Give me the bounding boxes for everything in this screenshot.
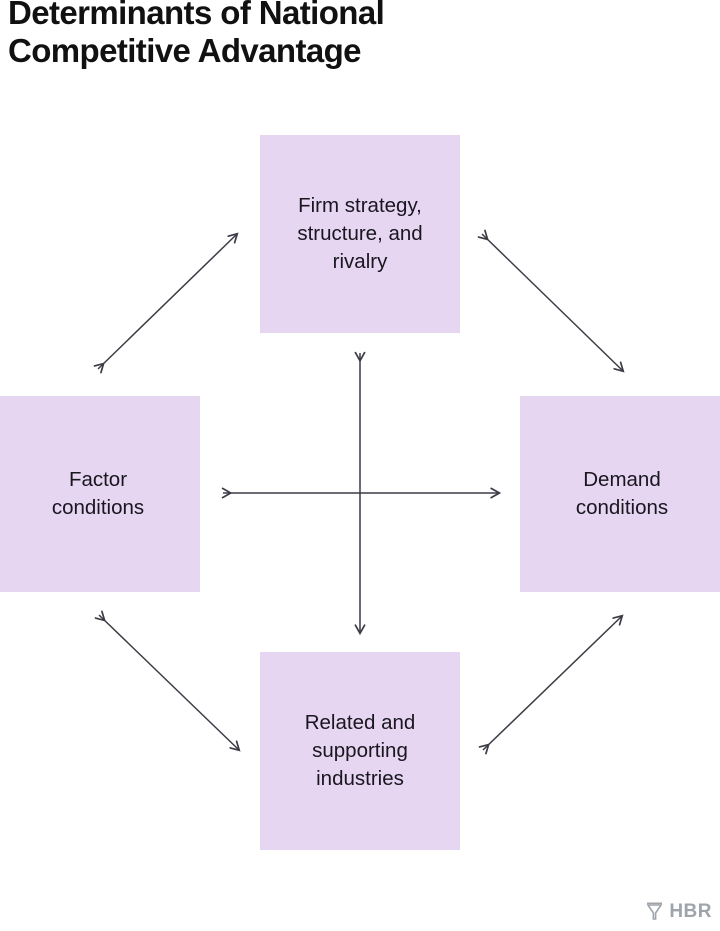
node-box-factor-conditions[interactable]: Factor conditions <box>0 396 200 592</box>
connector-factor-to-related <box>99 615 239 750</box>
page-title: Determinants of National Competitive Adv… <box>8 0 385 69</box>
connector-related-to-demand <box>483 616 622 750</box>
hbr-logo: HBR <box>646 902 712 921</box>
hbr-wordmark: HBR <box>669 901 712 922</box>
node-label-factor-conditions: Factor conditions <box>51 468 145 519</box>
node-box-firm-strategy[interactable]: Firm strategy, structure, and rivalry <box>260 135 460 333</box>
node-label-demand-conditions: Demand conditions <box>575 468 669 519</box>
connector-factor-to-firm <box>98 234 237 369</box>
node-box-related-industries[interactable]: Related and supporting industries <box>260 652 460 850</box>
connector-firm-to-demand <box>482 234 623 371</box>
hbr-funnel-icon <box>646 902 663 920</box>
node-box-demand-conditions[interactable]: Demand conditions <box>520 396 720 592</box>
node-label-related-industries: Related and supporting industries <box>304 711 416 790</box>
node-label-firm-strategy: Firm strategy, structure, and rivalry <box>297 194 423 273</box>
